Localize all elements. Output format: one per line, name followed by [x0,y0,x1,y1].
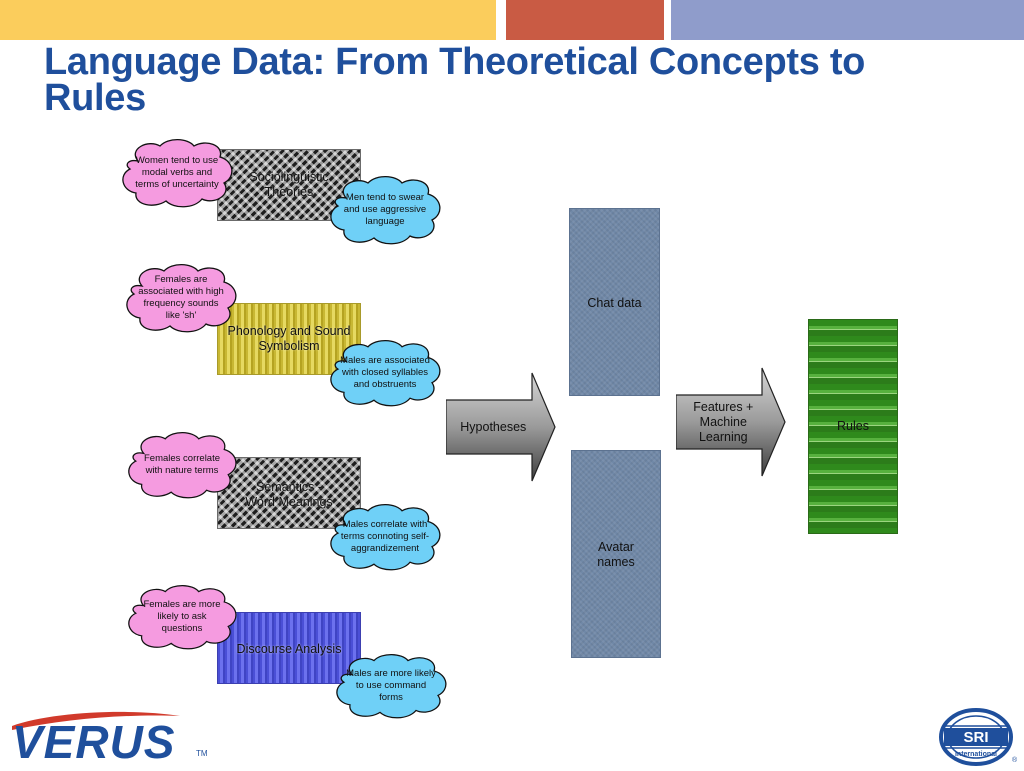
male-cloud-3: Males correlate with terms connoting sel… [326,503,444,571]
male-cloud-2: Males are associated with closed syllabl… [326,339,444,407]
chat-data-label: Chat data [587,296,642,310]
female-cloud-text: Women tend to use modal verbs and terms … [135,155,219,190]
theory-label: Discourse Analysis [236,642,342,656]
female-cloud-text: Females are associated with high frequen… [138,274,224,321]
avatar-names-box: Avatar names [571,450,661,658]
verus-logo-icon: VERUS TM [12,711,208,768]
cloud-shape-icon [330,503,441,571]
svg-text:®: ® [1012,756,1018,764]
theory-label: Phonology and Sound Symbolism [227,324,351,353]
features-ml-label: Features + Machine Learning [693,399,754,444]
female-cloud-text: Females are more likely to ask questions [143,599,221,634]
theory-label: Sociolinguistic Theories [249,170,329,199]
female-cloud-4: Females are more likely to ask questions [124,584,240,650]
cloud-shape-icon [128,431,237,499]
rules-box: Rules [808,319,898,534]
male-cloud-1: Men tend to swear and use aggressive lan… [326,175,444,245]
male-cloud-text: Males are associated with closed syllabl… [340,355,430,390]
female-cloud-text: Females correlate with nature terms [143,453,221,476]
sri-globe-logo-icon: SRI International ® [939,708,1018,766]
chat-data-box: Chat data [569,208,660,396]
header-bar-yellow [0,0,496,40]
right-arrow-icon [446,372,556,482]
theory-box-sociolinguistic: Sociolinguistic Theories [217,149,361,221]
male-cloud-text: Men tend to swear and use aggressive lan… [343,192,427,227]
male-cloud-4: Males are more likely to use command for… [332,653,450,719]
verus-logo: VERUS TM [10,706,222,768]
cloud-shape-icon [122,138,233,208]
female-cloud-1: Women tend to use modal verbs and terms … [118,138,236,208]
theory-label: Semantics - Word Meanings [245,480,333,509]
hypotheses-label: Hypotheses [460,419,527,434]
sri-logo: SRI International ® [938,706,1018,766]
header-bar-blue [671,0,1024,40]
svg-text:TM: TM [196,749,208,758]
svg-text:International: International [955,751,997,758]
features-ml-arrow: Features + Machine Learning [676,367,786,477]
page-title: Language Data: From Theoretical Concepts… [44,41,866,119]
cloud-shape-icon [128,584,237,650]
header-bar-red [506,0,664,40]
female-cloud-2: Females are associated with high frequen… [122,263,240,333]
cloud-shape-icon [126,263,237,333]
male-cloud-text: Males are more likely to use command for… [346,668,436,703]
cloud-shape-icon [330,339,441,407]
cloud-shape-icon [336,653,447,719]
rules-label: Rules [837,418,869,433]
theory-box-discourse: Discourse Analysis [217,612,361,684]
avatar-names-label: Avatar names [597,540,635,569]
right-arrow-icon [676,367,786,477]
cloud-shape-icon [330,175,441,245]
male-cloud-text: Males correlate with terms connoting sel… [340,519,430,554]
female-cloud-3: Females correlate with nature terms [124,431,240,499]
hypotheses-arrow: Hypotheses [446,372,556,482]
svg-text:SRI: SRI [963,729,988,746]
theory-box-semantics: Semantics - Word Meanings [217,457,361,529]
svg-text:VERUS: VERUS [12,716,175,764]
